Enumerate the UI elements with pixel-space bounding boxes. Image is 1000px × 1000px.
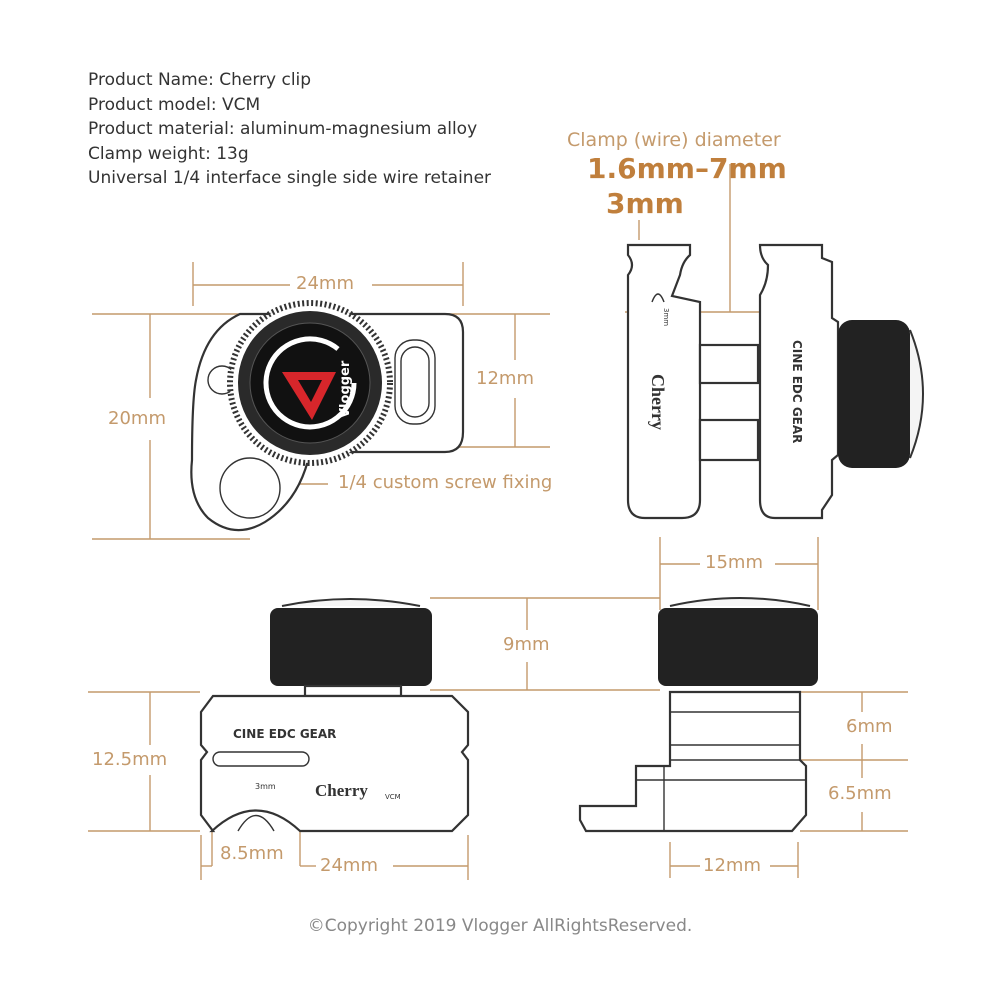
engraving-product-front: Cherry bbox=[315, 781, 368, 800]
dim-side-base: 12mm bbox=[703, 855, 761, 876]
screw-fixing-note: 1/4 custom screw fixing bbox=[338, 472, 553, 493]
dim-front-width: 24mm bbox=[320, 855, 378, 876]
clamp-side-view: CINE EDC GEAR Cherry 3mm bbox=[626, 243, 924, 520]
dim-top-height: 20mm bbox=[108, 408, 166, 429]
engraving-product-side: Cherry bbox=[648, 374, 668, 430]
engraving-line-front: CINE EDC GEAR bbox=[233, 727, 336, 741]
front-view: CINE EDC GEAR Cherry VCM 3mm bbox=[199, 598, 470, 833]
engraving-slot-front: 3mm bbox=[255, 782, 276, 791]
logo-brand-text: Vlogger bbox=[338, 360, 353, 418]
spec-product-material: Product material: aluminum-magnesium all… bbox=[88, 119, 478, 139]
side-view bbox=[578, 597, 818, 833]
dim-top-width: 24mm bbox=[296, 273, 354, 294]
engraving-model-front: VCM bbox=[385, 793, 401, 801]
clamp-diameter-title: Clamp (wire) diameter bbox=[567, 129, 781, 151]
dim-side-width: 15mm bbox=[705, 552, 763, 573]
clamp-slot-size: 3mm bbox=[606, 187, 684, 220]
engraving-slot-side: 3mm bbox=[662, 308, 670, 326]
dim-front-height: 12.5mm bbox=[92, 749, 168, 770]
top-view: Vlogger bbox=[190, 300, 465, 532]
engraving-line-side: CINE EDC GEAR bbox=[790, 340, 804, 443]
product-specs: Product Name: Cherry clip Product model:… bbox=[88, 68, 491, 191]
clamp-diameter-range: 1.6mm–7mm bbox=[587, 152, 787, 185]
dim-knob-height: 9mm bbox=[503, 634, 550, 655]
dim-side-lower: 6.5mm bbox=[828, 783, 892, 804]
dim-top-inner: 12mm bbox=[476, 368, 534, 389]
dim-front-notch: 8.5mm bbox=[220, 843, 284, 864]
spec-clamp-weight: Clamp weight: 13g bbox=[88, 143, 249, 164]
spec-product-name: Product Name: Cherry clip bbox=[88, 70, 312, 90]
copyright-notice: ©Copyright 2019 Vlogger AllRightsReserve… bbox=[307, 916, 693, 936]
spec-product-model: Product model: VCM bbox=[88, 94, 261, 115]
spec-description: Universal 1/4 interface single side wire… bbox=[88, 168, 492, 188]
dim-side-upper: 6mm bbox=[846, 716, 893, 737]
